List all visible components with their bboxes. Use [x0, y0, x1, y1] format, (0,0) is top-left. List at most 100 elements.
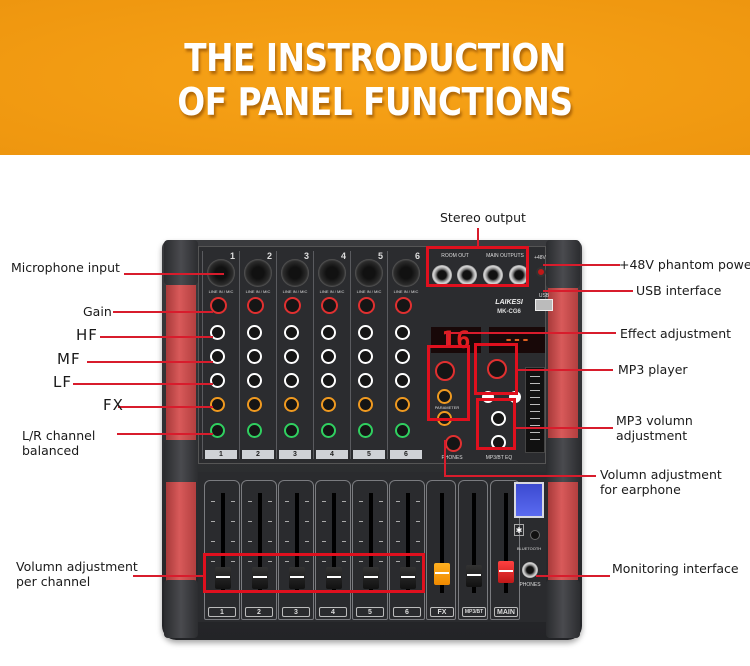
- lf-knob[interactable]: [247, 373, 262, 388]
- hf-knob[interactable]: [247, 325, 262, 340]
- mixer-product-image: 1 LINE IN / MIC 1 2 LINE IN / MIC 2 3: [162, 240, 582, 645]
- effect-adjustment-label: Effect adjustment: [620, 326, 732, 341]
- mf-knob[interactable]: [395, 349, 410, 364]
- fader-channel-5: 5: [352, 480, 388, 620]
- input-label: LINE IN / MIC: [208, 289, 234, 294]
- fader-channel-3: 3: [278, 480, 314, 620]
- xlr-combo-jack[interactable]: [318, 259, 346, 287]
- lf-knob[interactable]: [358, 373, 373, 388]
- bluetooth-pair-button[interactable]: [530, 530, 540, 540]
- usb-port[interactable]: [535, 299, 553, 311]
- pan-knob[interactable]: [358, 423, 373, 438]
- lf-knob[interactable]: [210, 373, 225, 388]
- usb-label: USB: [538, 293, 550, 299]
- lf-knob[interactable]: [395, 373, 410, 388]
- mp3-volume-knob[interactable]: [487, 359, 507, 379]
- mp3-player-line: [518, 369, 613, 371]
- pan-knob[interactable]: [210, 423, 225, 438]
- channel-strip-6: 6 LINE IN / MIC 6: [387, 251, 423, 459]
- fx-send-knob[interactable]: [358, 397, 373, 412]
- fader-cap[interactable]: [434, 563, 450, 585]
- left-side-rail-bottom: [166, 482, 196, 582]
- gain-knob[interactable]: [210, 297, 227, 314]
- lr-balanced-label: L/R channel balanced: [22, 428, 96, 458]
- phantom-power-line: [543, 264, 620, 266]
- phantom-power-label: +48V phantom power: [619, 257, 750, 272]
- left-corner-cap-mid: [164, 440, 198, 482]
- fader-track: [472, 493, 476, 593]
- fx-send-knob[interactable]: [395, 397, 410, 412]
- fader-track: [258, 493, 262, 593]
- gain-knob[interactable]: [321, 297, 338, 314]
- room-out-right-jack[interactable]: [457, 265, 477, 285]
- fx-label: FX: [103, 396, 124, 414]
- mf-knob[interactable]: [284, 349, 299, 364]
- fader-cap[interactable]: [252, 567, 268, 589]
- main-out-right-jack[interactable]: [509, 265, 529, 285]
- input-label: LINE IN / MIC: [282, 289, 308, 294]
- effect-select-knob[interactable]: [435, 361, 455, 381]
- input-label: LINE IN / MIC: [393, 289, 419, 294]
- channel-footer: 5: [353, 450, 385, 459]
- fader-cap[interactable]: [498, 561, 514, 583]
- left-corner-cap-top: [164, 240, 198, 285]
- mp3-high-eq-knob[interactable]: [491, 411, 506, 426]
- fader-cap[interactable]: [363, 567, 379, 589]
- input-label: LINE IN / MIC: [319, 289, 345, 294]
- hf-knob[interactable]: [284, 325, 299, 340]
- fader-cap[interactable]: [400, 567, 416, 589]
- phones-level-knob[interactable]: [445, 435, 462, 452]
- fx-send-knob[interactable]: [284, 397, 299, 412]
- room-out-label: ROOM OUT: [441, 253, 469, 259]
- main-out-left-jack[interactable]: [483, 265, 503, 285]
- channel-strip-4: 4 LINE IN / MIC 4: [313, 251, 349, 459]
- fx-send-knob[interactable]: [247, 397, 262, 412]
- gain-knob[interactable]: [358, 297, 375, 314]
- xlr-combo-jack[interactable]: [355, 259, 383, 287]
- pan-knob[interactable]: [395, 423, 410, 438]
- stereo-output-label: Stereo output: [440, 210, 526, 225]
- phantom-power-button[interactable]: [536, 267, 546, 277]
- fader-cap[interactable]: [289, 567, 305, 589]
- xlr-combo-jack[interactable]: [392, 259, 420, 287]
- lf-knob[interactable]: [284, 373, 299, 388]
- xlr-combo-jack[interactable]: [281, 259, 309, 287]
- lf-label: LF: [53, 373, 72, 391]
- gain-knob[interactable]: [284, 297, 301, 314]
- fx-send-knob[interactable]: [321, 397, 336, 412]
- fader-mp3-bt: MP3/BT: [458, 480, 488, 620]
- model-label: MK-CG6: [497, 309, 521, 315]
- fader-cap[interactable]: [466, 565, 482, 587]
- channel-footer: 4: [316, 450, 348, 459]
- hf-knob[interactable]: [358, 325, 373, 340]
- fx-level-knob[interactable]: [437, 389, 452, 404]
- channel-number: 4: [340, 251, 346, 261]
- mf-knob[interactable]: [358, 349, 373, 364]
- fx-send-knob[interactable]: [210, 397, 225, 412]
- channel-number: 3: [303, 251, 309, 261]
- hf-knob[interactable]: [395, 325, 410, 340]
- pan-knob[interactable]: [321, 423, 336, 438]
- xlr-combo-jack[interactable]: [244, 259, 272, 287]
- channel-strip-1: 1 LINE IN / MIC 1: [202, 251, 238, 459]
- effect-adjustment-line: [446, 332, 616, 334]
- level-meter: [525, 367, 545, 453]
- fader-cap[interactable]: [326, 567, 342, 589]
- fader-channel-4: 4: [315, 480, 351, 620]
- lf-knob[interactable]: [321, 373, 336, 388]
- pan-knob[interactable]: [247, 423, 262, 438]
- mf-knob[interactable]: [247, 349, 262, 364]
- hf-knob[interactable]: [321, 325, 336, 340]
- pan-knob[interactable]: [284, 423, 299, 438]
- mf-knob[interactable]: [321, 349, 336, 364]
- gain-knob[interactable]: [395, 297, 412, 314]
- right-corner-cap-bottom: [546, 580, 580, 638]
- hf-knob[interactable]: [210, 325, 225, 340]
- gain-knob[interactable]: [247, 297, 264, 314]
- mf-knob[interactable]: [210, 349, 225, 364]
- phones-output-jack[interactable]: [522, 562, 538, 578]
- microphone-input-line: [124, 273, 224, 275]
- fader-cap[interactable]: [215, 567, 231, 589]
- room-out-left-jack[interactable]: [432, 265, 452, 285]
- gain-label: Gain: [83, 304, 112, 319]
